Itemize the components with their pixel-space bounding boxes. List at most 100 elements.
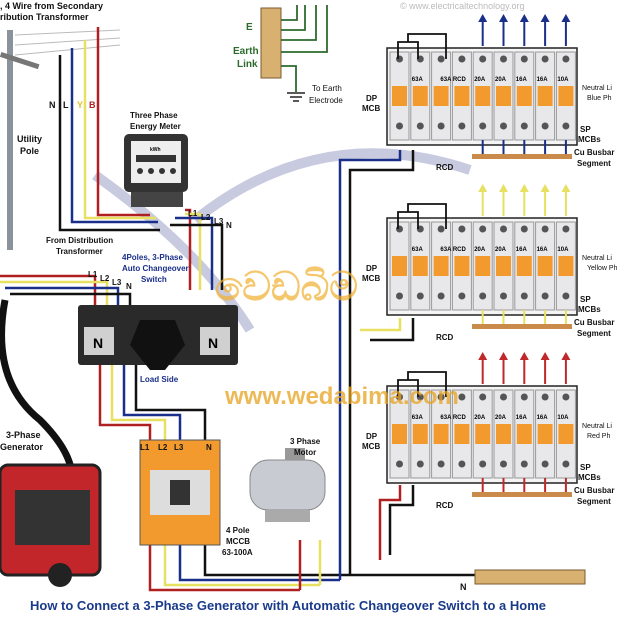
phase-label: Yellow Ph	[587, 265, 617, 272]
watermark-url: www.wedabima.com	[224, 383, 459, 410]
mccb[interactable]	[139, 439, 221, 546]
earth-electrode-label: Electrode	[309, 96, 343, 105]
breaker-rating: 20A	[474, 247, 486, 253]
source-n-marker: N	[208, 335, 218, 351]
breaker-rating: 63A	[412, 415, 424, 421]
rcd-label: RCD	[436, 333, 454, 342]
breaker-module[interactable]	[472, 51, 493, 141]
breaker-module[interactable]	[555, 221, 576, 311]
breaker-module[interactable]	[493, 389, 514, 479]
watermark-logo: වෙඩබිම	[215, 265, 358, 309]
sp-mcb-label: SP	[580, 463, 591, 472]
breaker-module[interactable]	[472, 221, 493, 311]
dp-mcb-label: MCB	[362, 442, 380, 451]
sp-mcb-label: MCBs	[578, 135, 601, 144]
arrow-up-icon	[561, 184, 571, 192]
busbar-label: Segment	[577, 329, 611, 338]
breaker-module[interactable]	[389, 389, 410, 479]
terminal-n: N	[126, 282, 132, 291]
motor-label: 3 Phase	[290, 437, 321, 446]
motor	[249, 448, 326, 522]
breaker-module[interactable]	[493, 221, 514, 311]
arrow-up-icon	[519, 352, 529, 360]
breaker-module[interactable]	[389, 221, 410, 311]
wire-label-l: L	[63, 100, 69, 110]
breaker-module[interactable]	[431, 51, 452, 141]
changeover-label: Auto Changeover	[122, 264, 189, 273]
breaker-module[interactable]	[451, 51, 472, 141]
from-transformer-label: Transformer	[56, 247, 103, 256]
breaker-module[interactable]	[410, 51, 431, 141]
earth-link-label: Link	[237, 59, 258, 70]
meter-unit: kWh	[150, 147, 161, 153]
breaker-rating: 63A	[412, 77, 424, 83]
phase-label: Blue Ph	[587, 95, 612, 102]
rcd-label: RCD	[436, 501, 454, 510]
breaker-rating: 63A	[412, 247, 424, 253]
breaker-rating: 10A	[557, 415, 569, 421]
changeover-label: 4Poles, 3-Phase	[122, 253, 183, 262]
breaker-module[interactable]	[514, 51, 535, 141]
cu-busbar	[472, 154, 572, 159]
utility-pole	[0, 29, 121, 250]
terminal-l1: L1	[88, 270, 98, 279]
breaker-module[interactable]	[535, 221, 556, 311]
mccb-label: MCCB	[226, 537, 250, 546]
changeover-switch[interactable]	[78, 305, 238, 370]
dp-mcb-label: DP	[366, 94, 378, 103]
breaker-module[interactable]	[431, 389, 452, 479]
breaker-module[interactable]	[451, 389, 472, 479]
arrow-up-icon	[499, 184, 508, 192]
breaker-module[interactable]	[555, 51, 576, 141]
pole-label: Pole	[20, 146, 39, 156]
terminal-l2: L2	[158, 443, 168, 452]
neutral-busbar	[474, 569, 586, 585]
breaker-module[interactable]	[535, 389, 556, 479]
earth-link	[260, 5, 328, 102]
dp-mcb-label: MCB	[362, 274, 380, 283]
dp-mcb-label: MCB	[362, 104, 380, 113]
sp-mcb-label: SP	[580, 125, 591, 134]
breaker-module[interactable]	[514, 221, 535, 311]
cu-busbar	[472, 324, 572, 329]
terminal-l2: L2	[201, 213, 211, 222]
arrow-up-icon	[540, 184, 550, 192]
breaker-module[interactable]	[451, 221, 472, 311]
generator-label: Generator	[0, 442, 44, 452]
sp-mcb-label: MCBs	[578, 473, 601, 482]
meter-label: Three Phase	[130, 111, 178, 120]
neutral-bar-label: N	[460, 582, 467, 592]
wire-label-y: Y	[77, 100, 83, 110]
breaker-module[interactable]	[431, 221, 452, 311]
source-label: , 4 Wire from Secondary	[0, 1, 103, 11]
breaker-module[interactable]	[555, 389, 576, 479]
breaker-rating: 20A	[474, 77, 486, 83]
diagram-title: How to Connect a 3-Phase Generator with …	[30, 598, 546, 613]
breaker-rating: 10A	[557, 247, 569, 253]
motor-label: Motor	[294, 448, 316, 457]
source-n-marker: N	[93, 335, 103, 351]
busbar-label: Cu Busbar	[574, 148, 614, 157]
breaker-rating: 63A RCD	[440, 247, 466, 253]
breaker-rating: 20A	[495, 77, 507, 83]
breaker-module[interactable]	[493, 51, 514, 141]
terminal-l3: L3	[214, 217, 224, 226]
breaker-module[interactable]	[410, 389, 431, 479]
breaker-rating: 16A	[537, 247, 549, 253]
breaker-module[interactable]	[410, 221, 431, 311]
breaker-module[interactable]	[514, 389, 535, 479]
terminal-l1: L1	[140, 443, 150, 452]
changeover-label: Switch	[141, 275, 167, 284]
mccb-label: 4 Pole	[226, 526, 250, 535]
generator	[0, 463, 102, 587]
phase-label: Neutral Li	[582, 423, 612, 430]
breaker-module[interactable]	[535, 51, 556, 141]
cu-busbar	[472, 492, 572, 497]
terminal-l1: L1	[188, 209, 198, 218]
busbar-label: Segment	[577, 497, 611, 506]
breaker-module[interactable]	[389, 51, 410, 141]
busbar-label: Cu Busbar	[574, 486, 614, 495]
breaker-module[interactable]	[472, 389, 493, 479]
earth-link-label: Earth	[233, 46, 259, 57]
